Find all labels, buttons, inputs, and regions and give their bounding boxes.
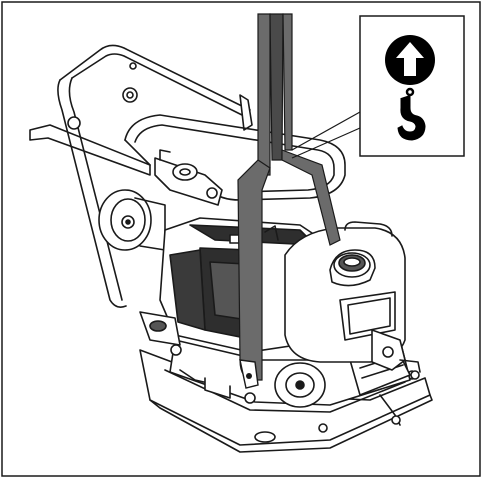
guide-handle (29, 44, 253, 308)
callout-leader (291, 111, 361, 159)
lifting-point-inset (359, 15, 465, 157)
handle-latch (154, 149, 223, 206)
lift-hook-icon (385, 35, 435, 141)
lifting-sling (237, 13, 341, 389)
plate-compactor-illustration (29, 44, 433, 453)
fuel-tank (284, 221, 406, 363)
front-bracket (371, 329, 421, 426)
transport-wheel (98, 189, 166, 251)
lower-left-parts (179, 369, 256, 404)
